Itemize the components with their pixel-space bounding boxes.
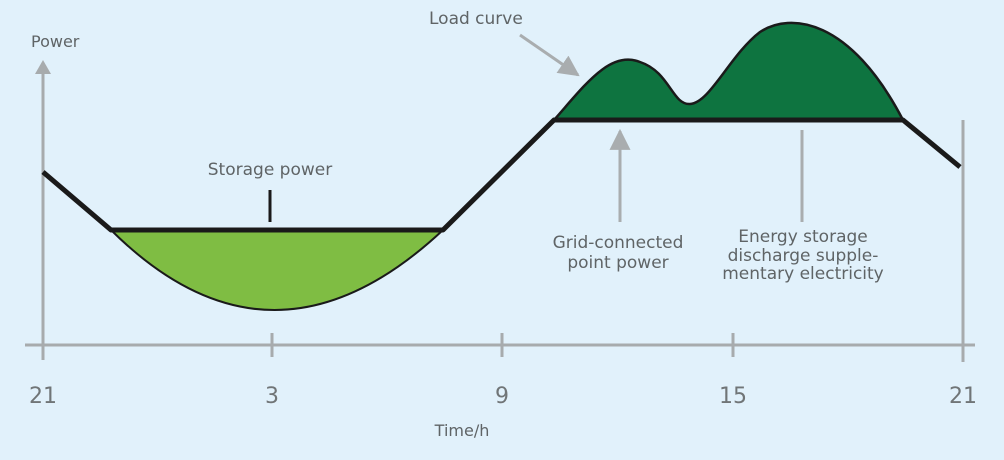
x-tick-label-1: 3 (265, 384, 279, 409)
x-tick-label-4: 21 (949, 384, 977, 409)
load-curve-arrow (519, 33, 580, 77)
x-tick-label-2: 9 (495, 384, 509, 409)
load-curve-line (41, 117, 962, 233)
storage-power-label: Storage power (208, 160, 332, 180)
discharge-label-line2: discharge supple- (728, 246, 879, 266)
discharge-area (551, 21, 906, 122)
x-tick-label-0: 21 (29, 384, 57, 409)
grid-point-label-line1: Grid-connected (553, 233, 684, 253)
charge-area (108, 229, 446, 311)
load-curve-label: Load curve (429, 9, 523, 29)
discharge-label-line1: Energy storage (738, 227, 868, 247)
y-axis-arrow-icon (35, 60, 51, 74)
y-axis-label: Power (31, 32, 80, 51)
x-tick-label-3: 15 (719, 384, 747, 409)
discharge-label-line3: mentary electricity (722, 264, 884, 284)
x-axis-label: Time/h (434, 421, 490, 440)
grid-point-label-line2: point power (567, 253, 668, 273)
